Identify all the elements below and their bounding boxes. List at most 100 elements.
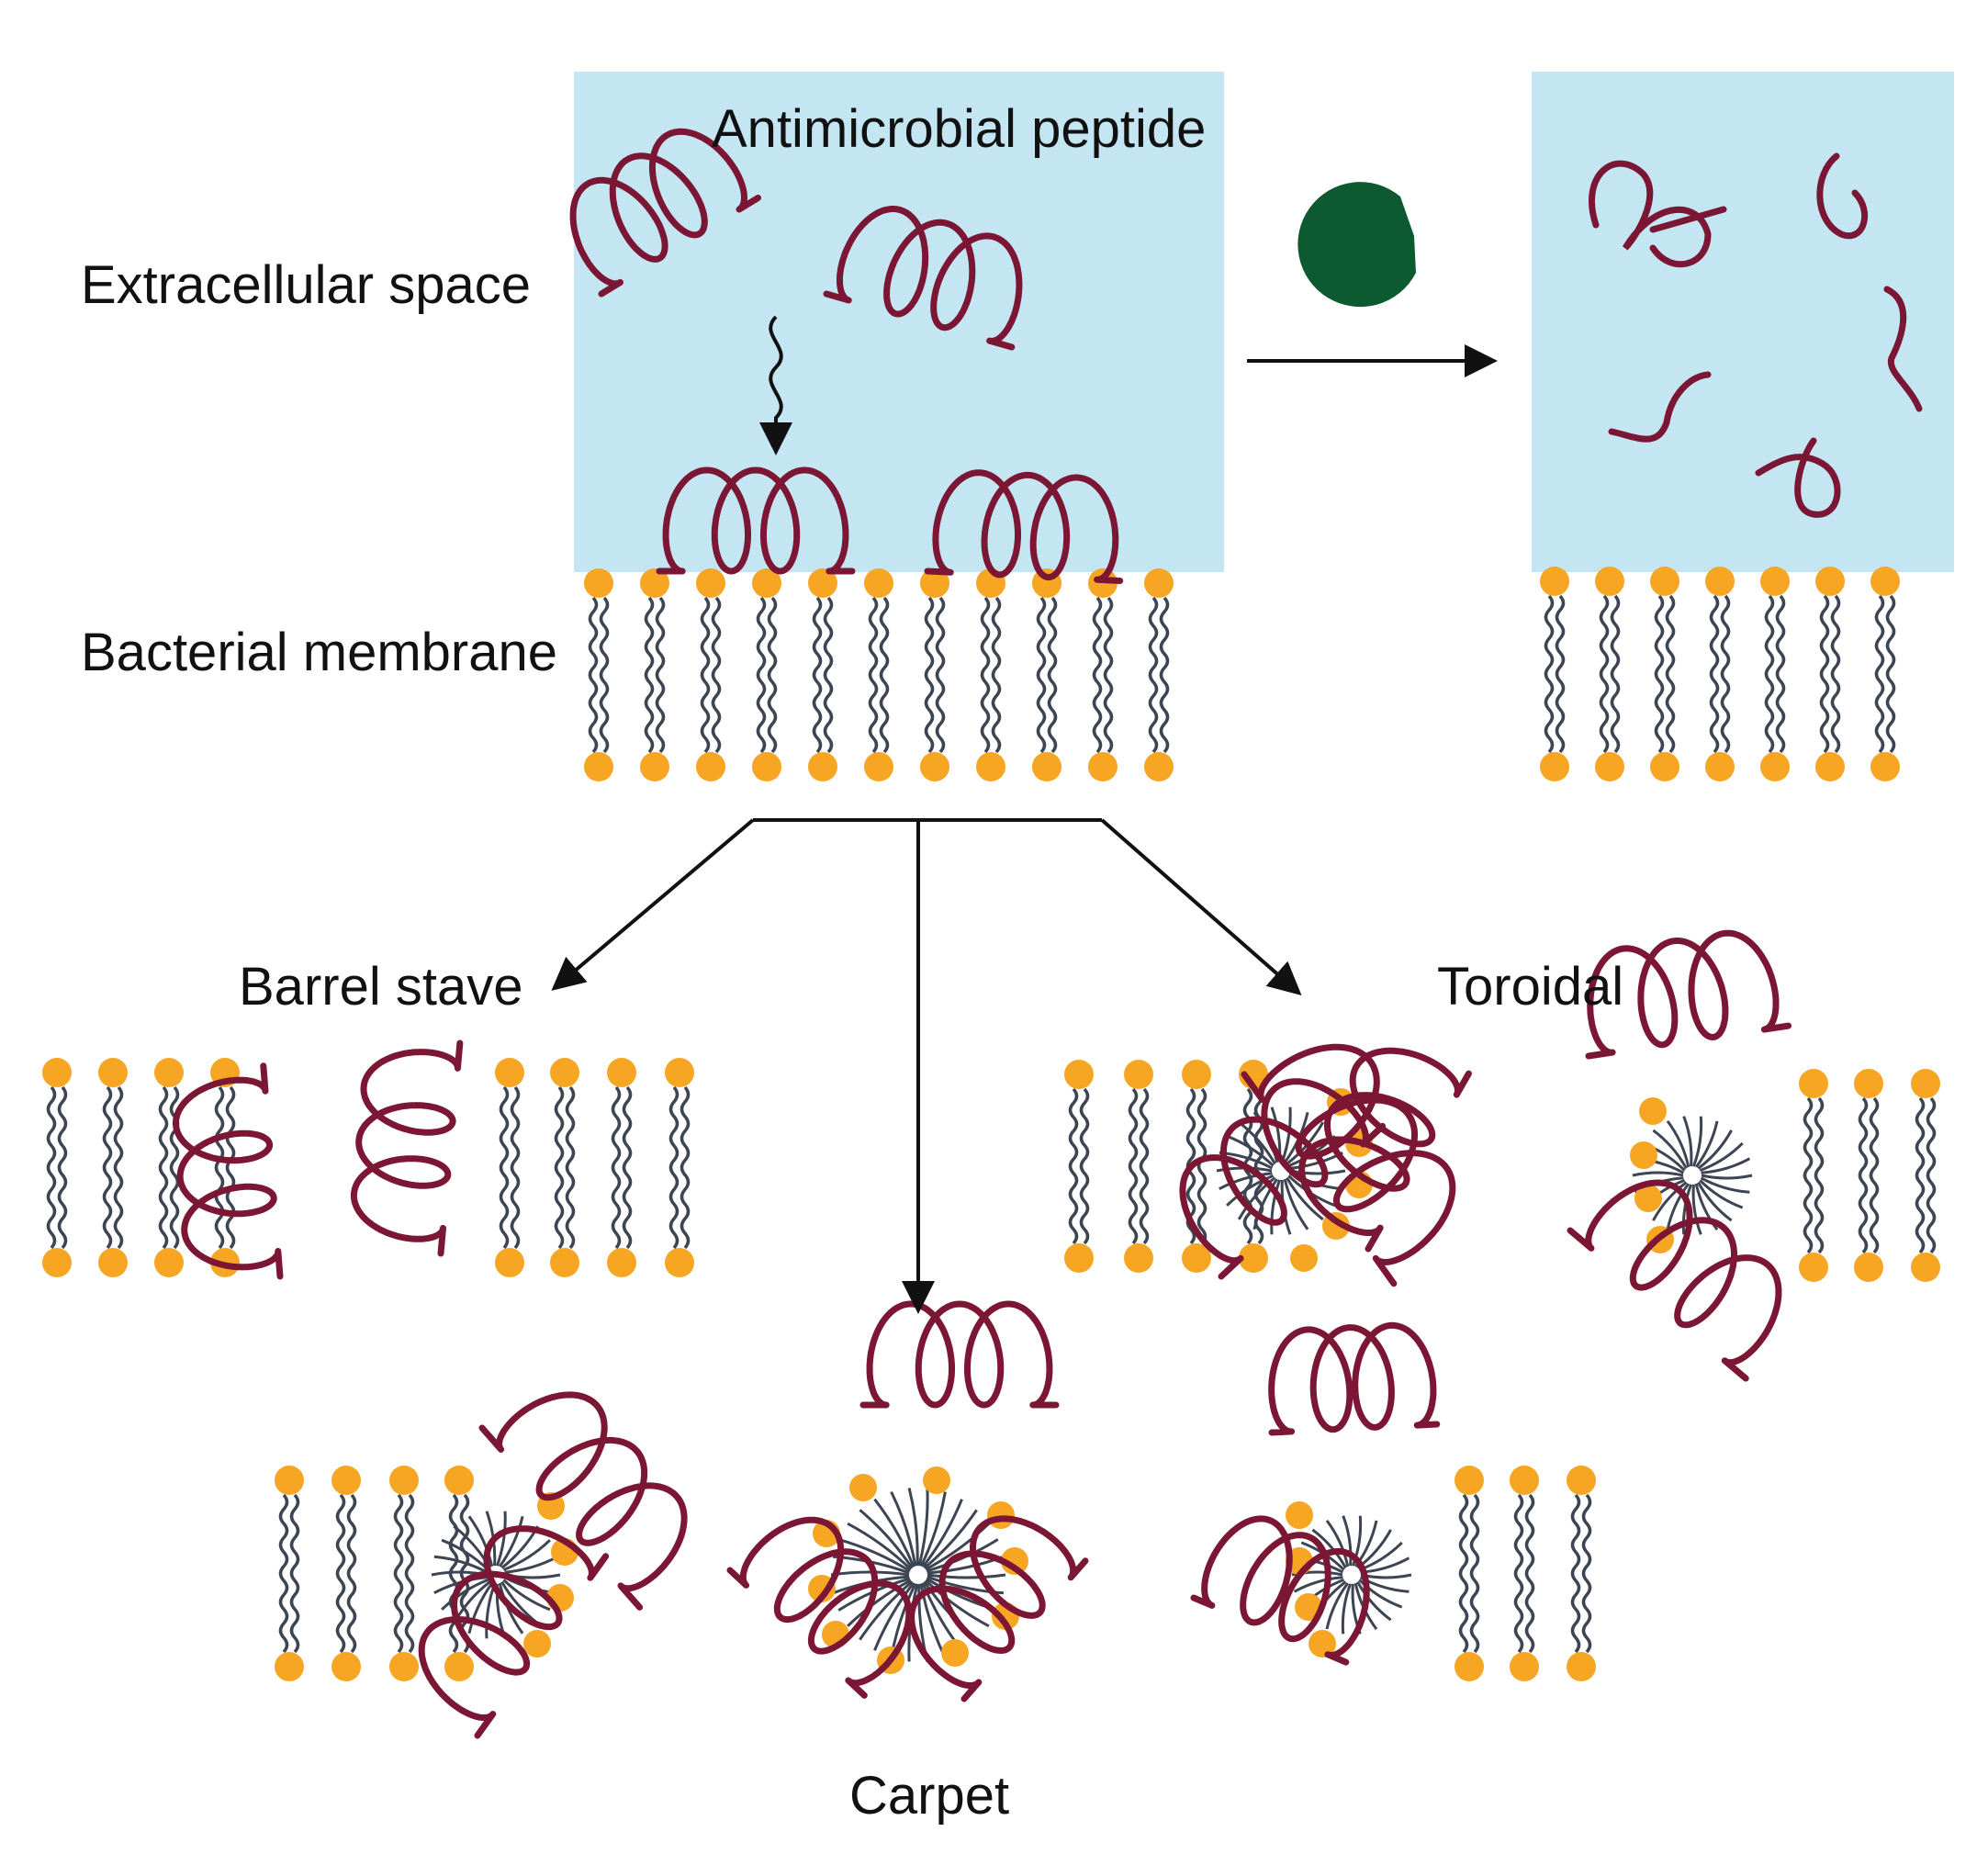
- lipid-tail: [335, 1493, 346, 1654]
- lipid-tail: [1681, 1184, 1693, 1235]
- lipid-head: [1650, 752, 1679, 781]
- lipid-tail: [1469, 1493, 1480, 1654]
- lipid-tail: [1068, 1087, 1079, 1245]
- lipid-tail: [1652, 1181, 1688, 1221]
- lipid-head: [1870, 567, 1900, 596]
- lipid-head: [1799, 1069, 1828, 1098]
- lipid-tail: [1360, 1573, 1412, 1579]
- lipid-tail: [611, 1085, 622, 1250]
- lipid-tail: [812, 596, 823, 754]
- lipid-tail: [1694, 1120, 1719, 1168]
- lipid-tail: [923, 1509, 978, 1569]
- lipid-tail: [644, 596, 655, 754]
- lipid-tail: [711, 596, 722, 754]
- peptide-helix-barrel: [173, 1062, 284, 1280]
- lipid-tail: [1325, 1519, 1350, 1567]
- lipid-tail: [1652, 1129, 1688, 1170]
- peptide-fragment: [1608, 371, 1712, 443]
- lipid-head: [1088, 752, 1118, 781]
- lipid-tail: [1699, 1141, 1744, 1173]
- lipid-tail: [1544, 594, 1555, 754]
- lipid-head: [1290, 1244, 1318, 1272]
- lipid-head: [1870, 752, 1900, 781]
- lipid-head: [1911, 1069, 1940, 1098]
- lipid-tail: [830, 1570, 910, 1577]
- peptide-helix-carpet: [726, 1516, 913, 1699]
- lipid-tail: [873, 1581, 915, 1651]
- lipid-tail: [57, 1085, 68, 1250]
- lipid-tail: [925, 1579, 990, 1628]
- lipid-tail: [588, 596, 599, 754]
- lipid-tail: [756, 596, 767, 754]
- lipid-tail: [1128, 1087, 1139, 1245]
- lipid-tail: [1283, 1178, 1309, 1230]
- lipid-tail: [991, 596, 1002, 754]
- lipid-tail: [441, 1579, 489, 1611]
- lipid-tail: [1830, 594, 1841, 754]
- lipid-tail: [655, 596, 666, 754]
- lipid-tail: [1915, 1096, 1926, 1254]
- lipid-tail: [1513, 1493, 1524, 1654]
- label-antimicrobial-peptide: Antimicrobial peptide: [712, 99, 1206, 159]
- lipid-head: [444, 1652, 474, 1681]
- peptide-helices: [173, 128, 1923, 1739]
- lipid-head: [1182, 1060, 1211, 1089]
- peptide-helix-carpet: [418, 1525, 610, 1739]
- lipid-tail: [767, 596, 778, 754]
- membrane-toroidal-left: [1064, 1060, 1268, 1273]
- lipid-head: [389, 1652, 419, 1681]
- lipid-tail: [1092, 596, 1103, 754]
- lipid-tail: [1803, 1096, 1814, 1254]
- arrow-to-toroidal: [1100, 818, 1302, 995]
- peptide-fragment: [1589, 160, 1727, 268]
- lipid-tail: [680, 1085, 691, 1250]
- lipid-head: [665, 1058, 694, 1087]
- lipid-tail: [225, 1085, 236, 1250]
- lipid-tail: [1280, 1107, 1292, 1163]
- lipid-head: [1705, 752, 1735, 781]
- lipid-head: [275, 1466, 304, 1495]
- lipid-head: [1760, 567, 1790, 596]
- lipid-head: [665, 1248, 694, 1277]
- lipid-head: [1595, 752, 1624, 781]
- lipid-head: [550, 1058, 579, 1087]
- peptide-helix-toroidal: [1241, 1043, 1456, 1287]
- lipid-head: [1124, 1060, 1153, 1089]
- membrane-top-left: [584, 568, 1174, 781]
- peptide-helix-bound: [924, 469, 1124, 584]
- peptide-helix-carpet: [859, 1300, 1060, 1409]
- peptide-helix-carpet: [908, 1515, 1089, 1702]
- lipid-tail: [510, 1085, 521, 1250]
- lipid-tail: [346, 1493, 357, 1654]
- lipid-tail: [1581, 1493, 1592, 1654]
- lipid-tail: [1103, 596, 1114, 754]
- lipid-head: [1144, 568, 1174, 598]
- membrane-top-right: [1540, 567, 1900, 781]
- label-carpet: Carpet: [849, 1766, 1009, 1826]
- lipid-head: [331, 1652, 361, 1681]
- lipid-head: [1032, 752, 1061, 781]
- membrane-barrel-left: [42, 1058, 240, 1277]
- lipid-head: [154, 1248, 184, 1277]
- lipid-tail: [1555, 594, 1566, 754]
- lipid-tail: [1691, 1184, 1702, 1235]
- membrane-toroidal-right: [1799, 1069, 1940, 1282]
- lipid-tail: [919, 1491, 947, 1567]
- lipid-tail: [289, 1493, 300, 1654]
- lipid-head: [864, 752, 893, 781]
- lipid-head: [1815, 567, 1845, 596]
- lipid-head: [864, 568, 893, 598]
- lipid-head: [1705, 567, 1735, 596]
- lipid-tail: [924, 596, 935, 754]
- lipid-tail: [890, 1490, 917, 1567]
- lipid-tail: [1720, 594, 1731, 754]
- lipid-head: [42, 1248, 72, 1277]
- lipid-tail: [921, 1499, 963, 1568]
- lipid-head: [987, 1501, 1015, 1529]
- lipid-tail: [1700, 1176, 1750, 1194]
- lipid-tail: [1237, 1176, 1276, 1220]
- lipid-head: [976, 752, 1005, 781]
- lipid-head: [607, 1248, 636, 1277]
- lipid-head: [584, 568, 613, 598]
- lipid-tail: [1036, 596, 1047, 754]
